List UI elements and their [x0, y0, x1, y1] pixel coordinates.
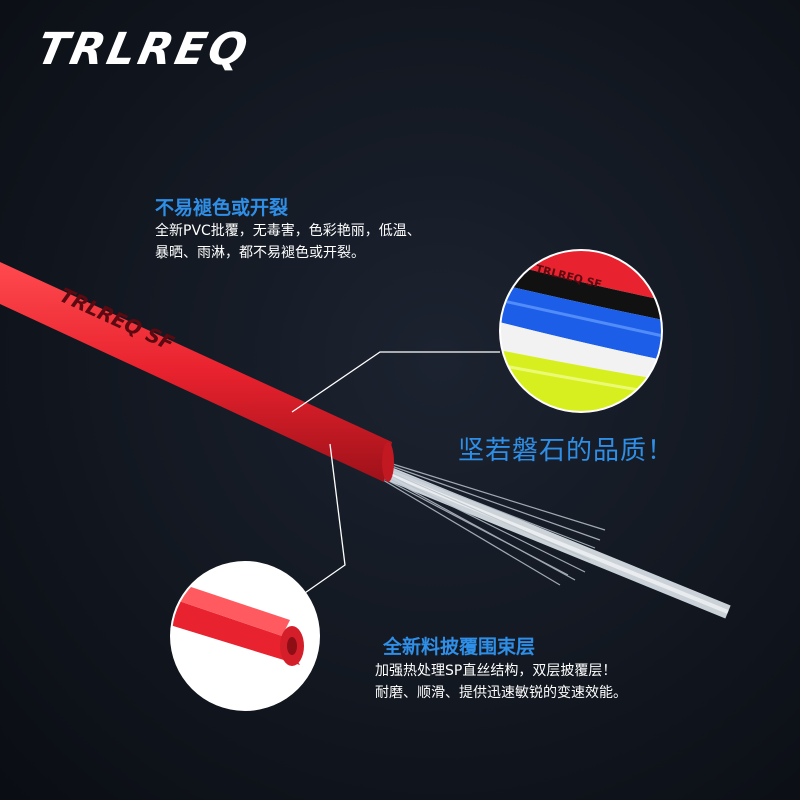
inner-liner: [377, 463, 731, 619]
outer-layer-caption: 外层批覆层: [208, 689, 278, 705]
red-cable-housing: [0, 262, 394, 482]
bundle-layer-title: 全新料披覆围束层: [383, 636, 536, 658]
bundle-layer-line: 耐磨、顺滑、提供迅速敏锐的变速效能。: [375, 685, 627, 701]
callout-connectors: [291, 351, 500, 596]
color-sample-circle: TRLREQ SF: [499, 249, 663, 413]
bundle-layer-description: 加强热处理SP直丝结构，双层披覆层！ 耐磨、顺滑、提供迅速敏锐的变速效能。: [375, 660, 627, 704]
fade-resistant-description: 全新PVC批覆，无毒害，色彩艳丽，低温、 暴晒、雨淋，都不易褪色或开裂。: [155, 220, 421, 264]
fade-resistant-line: 全新PVC批覆，无毒害，色彩艳丽，低温、: [155, 223, 421, 239]
fade-resistant-title: 不易褪色或开裂: [155, 197, 289, 219]
quality-title: 坚若磐石的品质！: [458, 436, 675, 466]
steel-strands: [382, 460, 606, 586]
bundle-layer-line: 加强热处理SP直丝结构，双层披覆层！: [375, 663, 617, 679]
cable-end-circle: [170, 561, 320, 711]
fade-resistant-line: 暴晒、雨淋，都不易褪色或开裂。: [155, 245, 365, 261]
